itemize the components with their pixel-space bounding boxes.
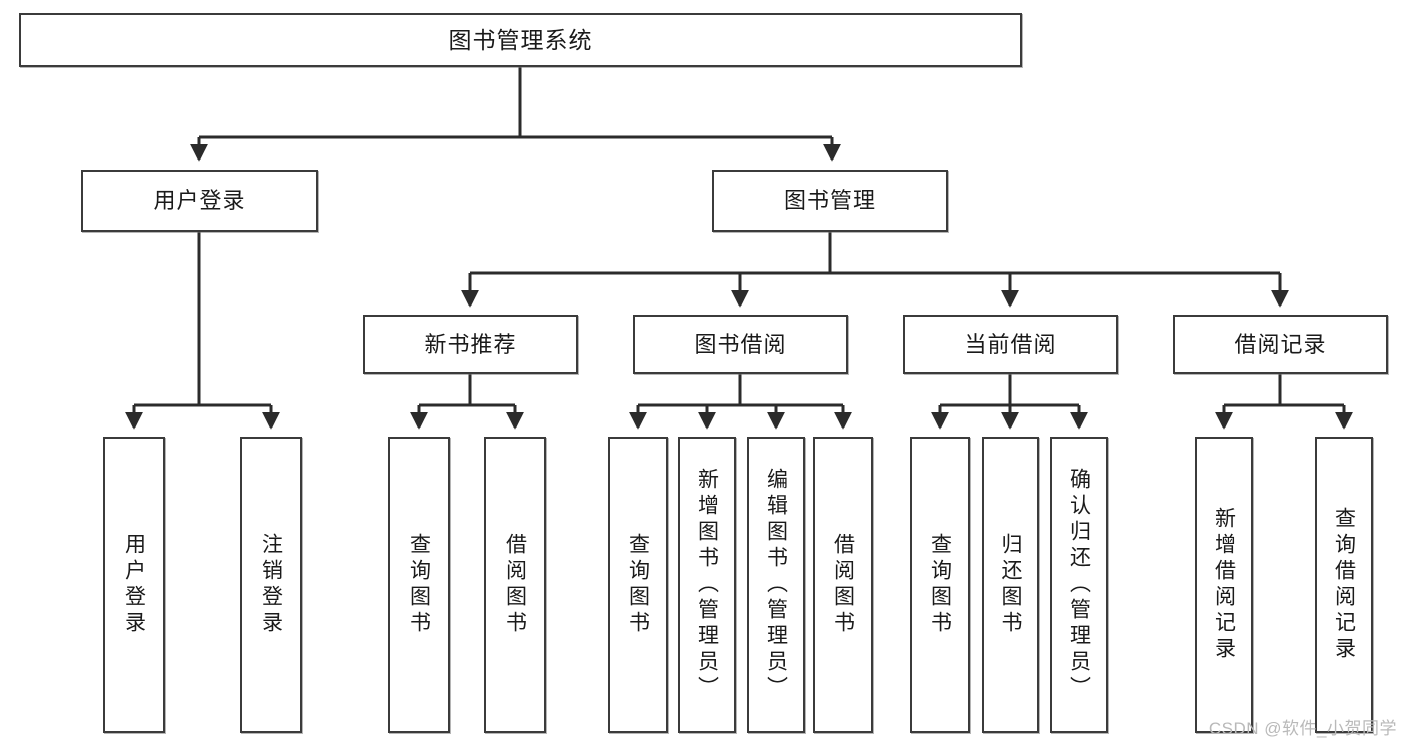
- node-book-management-label: 图书管理: [783, 188, 876, 214]
- leaf-confirm-return[interactable]: 确认归还（管理员）: [1050, 437, 1108, 733]
- node-book-borrow[interactable]: 图书借阅: [633, 315, 848, 374]
- node-borrow-records-label: 借阅记录: [1234, 331, 1327, 357]
- leaf-borrow-book-1-label: 借阅图书: [503, 533, 527, 637]
- leaf-logout-login-label: 注销登录: [259, 533, 283, 637]
- node-book-management[interactable]: 图书管理: [712, 170, 948, 232]
- leaf-borrow-book-1[interactable]: 借阅图书: [484, 437, 546, 733]
- leaf-borrow-book-2[interactable]: 借阅图书: [813, 437, 873, 733]
- leaf-user-login-label: 用户登录: [122, 533, 146, 637]
- leaf-query-record-label: 查询借阅记录: [1332, 507, 1356, 663]
- node-user-login-label: 用户登录: [153, 188, 246, 214]
- leaf-borrow-book-2-label: 借阅图书: [831, 533, 855, 637]
- leaf-query-record[interactable]: 查询借阅记录: [1315, 437, 1373, 733]
- leaf-user-login[interactable]: 用户登录: [103, 437, 165, 733]
- leaf-edit-book[interactable]: 编辑图书（管理员）: [747, 437, 805, 733]
- leaf-add-book-label: 新增图书（管理员）: [695, 468, 719, 702]
- leaf-query-book-1[interactable]: 查询图书: [388, 437, 450, 733]
- node-new-book-recommend-label: 新书推荐: [424, 331, 517, 357]
- leaf-query-book-1-label: 查询图书: [407, 533, 431, 637]
- leaf-add-book[interactable]: 新增图书（管理员）: [678, 437, 736, 733]
- node-root-label: 图书管理系统: [448, 26, 593, 53]
- node-book-borrow-label: 图书借阅: [694, 331, 787, 357]
- node-current-borrow-label: 当前借阅: [964, 331, 1057, 357]
- leaf-add-record[interactable]: 新增借阅记录: [1195, 437, 1253, 733]
- leaf-confirm-return-label: 确认归还（管理员）: [1067, 468, 1091, 702]
- leaf-query-book-2[interactable]: 查询图书: [608, 437, 668, 733]
- node-root[interactable]: 图书管理系统: [19, 13, 1022, 67]
- node-user-login[interactable]: 用户登录: [81, 170, 318, 232]
- node-new-book-recommend[interactable]: 新书推荐: [363, 315, 578, 374]
- leaf-return-book[interactable]: 归还图书: [982, 437, 1039, 733]
- leaf-logout-login[interactable]: 注销登录: [240, 437, 302, 733]
- leaf-return-book-label: 归还图书: [999, 533, 1022, 637]
- node-current-borrow[interactable]: 当前借阅: [903, 315, 1118, 374]
- node-borrow-records[interactable]: 借阅记录: [1173, 315, 1388, 374]
- leaf-query-book-3[interactable]: 查询图书: [910, 437, 970, 733]
- leaf-query-book-3-label: 查询图书: [928, 533, 952, 637]
- leaf-add-record-label: 新增借阅记录: [1212, 507, 1236, 663]
- leaf-query-book-2-label: 查询图书: [626, 533, 650, 637]
- leaf-edit-book-label: 编辑图书（管理员）: [764, 468, 788, 702]
